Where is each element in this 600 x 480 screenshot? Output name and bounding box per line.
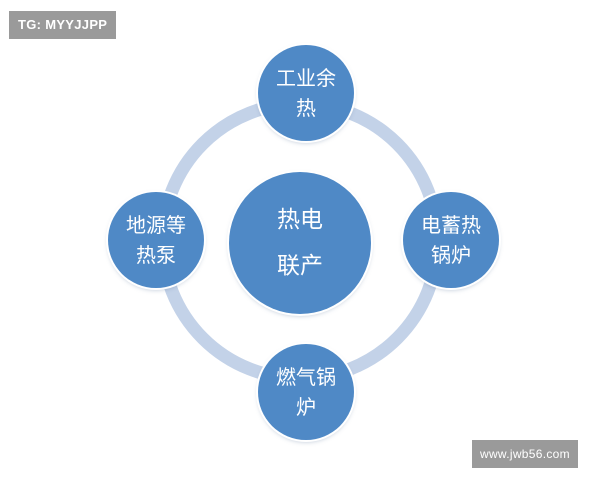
center-node-line-2: 联产 xyxy=(277,253,323,279)
right-node-line-1: 电蓄热 xyxy=(421,213,481,237)
watermark-bottom-right: www.jwb56.com xyxy=(472,440,578,468)
node-gas-boiler: 燃气锅 炉 xyxy=(258,344,354,440)
left-node-line-1: 地源等 xyxy=(126,213,186,237)
left-node-line-2: 热泵 xyxy=(136,243,176,267)
center-node-cogeneration: 热电 联产 xyxy=(229,172,371,314)
top-node-line-2: 热 xyxy=(296,96,316,120)
bottom-node-line-2: 炉 xyxy=(296,395,316,419)
top-node-line-1: 工业余 xyxy=(276,66,336,90)
node-electric-storage-boiler: 电蓄热 锅炉 xyxy=(403,192,499,288)
right-node-line-2: 锅炉 xyxy=(431,243,471,267)
center-node-line-1: 热电 xyxy=(277,207,323,233)
node-ground-source-heat-pump: 地源等 热泵 xyxy=(108,192,204,288)
node-industrial-waste-heat: 工业余 热 xyxy=(258,45,354,141)
bottom-node-line-1: 燃气锅 xyxy=(276,365,336,389)
watermark-top-left: TG: MYYJJPP xyxy=(9,11,117,39)
